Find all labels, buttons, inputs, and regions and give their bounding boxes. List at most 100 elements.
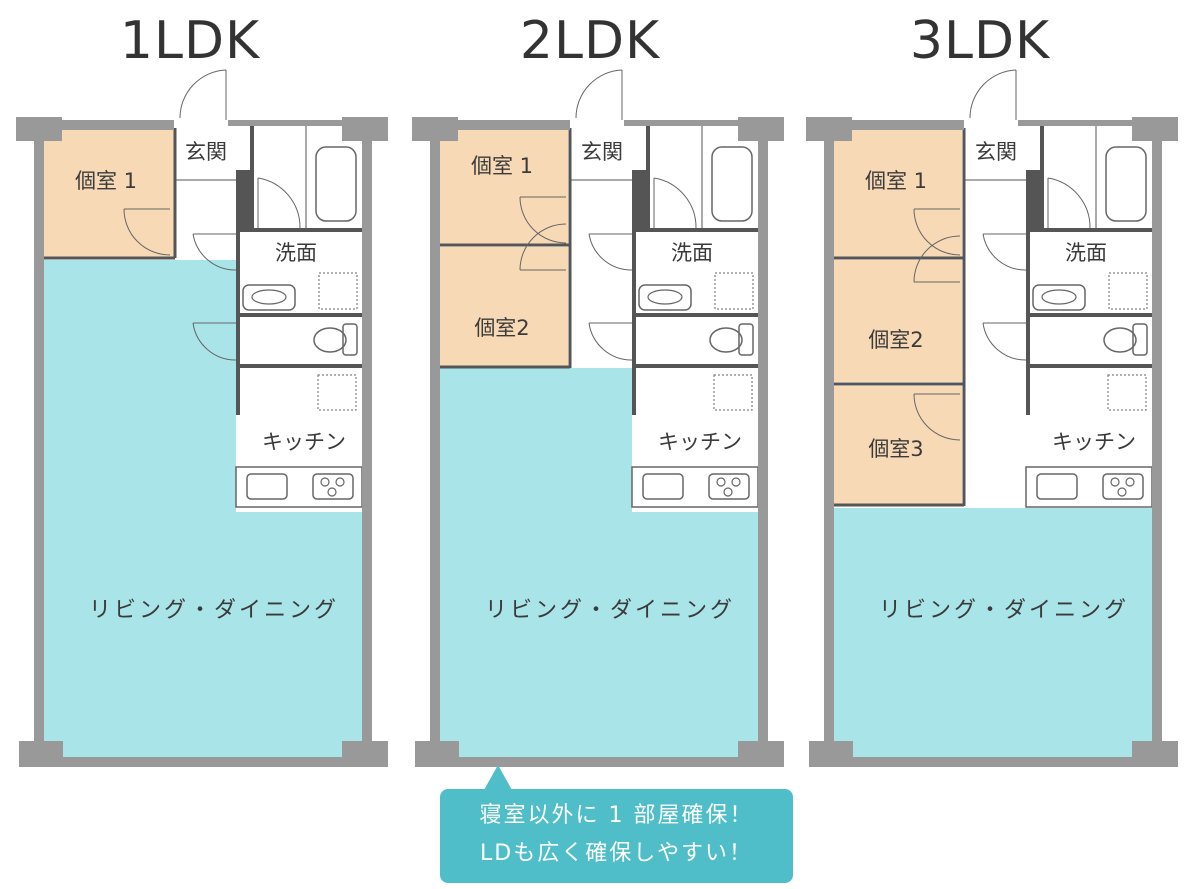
kitchen-sink-icon	[1036, 473, 1078, 500]
outer-wall	[624, 120, 738, 126]
door-swing-icon	[1047, 177, 1091, 229]
private-room-label: 個室2	[868, 328, 923, 352]
entrance-label: 玄関	[581, 140, 623, 164]
living-dining-area	[440, 368, 758, 757]
living-dining-label: リビング・ダイニング	[879, 598, 1129, 623]
outer-wall	[459, 757, 738, 767]
kitchen-sink-icon	[246, 473, 288, 500]
washing-machine-space-icon	[714, 272, 754, 310]
plan-title: 2LDK	[520, 11, 661, 71]
outer-wall	[852, 120, 964, 130]
burner-icon	[1117, 487, 1127, 497]
sink-icon	[1032, 284, 1086, 311]
burner-icon	[335, 477, 345, 487]
plan-2ldk: 2LDK 洗面 キッチン 玄関 個室	[412, 11, 784, 767]
kitchen-sink-icon	[642, 473, 684, 500]
callout-line-2: LDも広く確保しやすい！	[480, 841, 753, 866]
door-swing-icon	[519, 223, 567, 271]
washroom-label: 洗面	[1065, 241, 1107, 265]
bathtub-icon	[711, 146, 753, 222]
door-swing-icon	[588, 233, 633, 271]
plan-title: 3LDK	[910, 11, 1051, 71]
pillar	[738, 741, 784, 767]
washing-machine-space-icon	[1108, 272, 1148, 310]
door-swing-icon	[588, 322, 633, 361]
pillar	[415, 741, 459, 767]
outer-wall	[1152, 138, 1162, 744]
partition	[632, 170, 646, 230]
outer-wall	[63, 757, 342, 767]
pillar	[738, 117, 784, 141]
private-room-label: 個室2	[474, 316, 529, 340]
private-room-label: 個室3	[868, 437, 923, 461]
outer-wall	[824, 138, 834, 744]
outer-wall	[430, 138, 440, 744]
door-swing-icon	[257, 177, 301, 229]
kitchen-counter	[631, 466, 759, 508]
callout-line-1: 寝室以外に 1 部屋確保！	[479, 803, 754, 828]
washing-machine-space-icon	[318, 272, 358, 310]
living-dining-label: リビング・ダイニング	[89, 598, 339, 623]
partition	[236, 170, 250, 230]
outer-wall	[1018, 120, 1132, 126]
burner-icon	[731, 477, 741, 487]
stove-icon	[312, 473, 354, 500]
stove-icon	[1102, 473, 1144, 500]
door-swing-icon	[192, 322, 237, 361]
kitchen-label: キッチン	[262, 430, 346, 454]
private-room-1	[440, 128, 568, 244]
washroom-label: 洗面	[671, 241, 713, 265]
burner-icon	[320, 477, 330, 487]
kitchen-counter	[235, 466, 363, 508]
bathtub-icon	[1105, 146, 1147, 222]
outer-wall	[458, 120, 570, 130]
pillar	[342, 741, 388, 767]
sink-basin-icon	[647, 289, 683, 305]
living-dining-area	[834, 508, 1152, 757]
toilet-tank-icon	[1132, 323, 1148, 356]
sink-basin-icon	[1041, 289, 1077, 305]
private-room-label: 個室 1	[865, 169, 927, 193]
kitchen-counter	[1025, 466, 1153, 508]
door-swing-icon	[913, 235, 961, 283]
living-dining-area	[44, 260, 362, 757]
private-room-label: 個室 1	[75, 169, 137, 193]
burner-icon	[1110, 477, 1120, 487]
pillar	[806, 117, 852, 141]
private-room-2	[440, 247, 568, 366]
outer-wall	[853, 757, 1132, 767]
stove-icon	[708, 473, 750, 500]
entrance-door-icon	[969, 69, 1017, 120]
plan-3ldk: 3LDK 洗面 キッチン 玄関	[806, 11, 1178, 767]
plan-title: 1LDK	[120, 11, 261, 71]
pillar	[19, 741, 63, 767]
toilet-icon	[1103, 327, 1137, 353]
door-swing-icon	[192, 233, 237, 271]
entrance-door-icon	[575, 69, 623, 120]
washroom-label: 洗面	[275, 241, 317, 265]
pillar	[16, 117, 62, 141]
pillar	[809, 741, 853, 767]
private-room-1	[44, 128, 175, 258]
fridge-space-icon	[317, 374, 357, 411]
sink-icon	[638, 284, 692, 311]
bathtub-icon	[315, 146, 357, 222]
outer-wall	[34, 138, 44, 744]
outer-wall	[758, 138, 768, 744]
door-swing-icon	[982, 322, 1027, 361]
door-swing-icon	[123, 208, 171, 256]
entrance-door-icon	[179, 69, 227, 120]
private-room-label: 個室 1	[471, 154, 533, 178]
toilet-icon	[709, 327, 743, 353]
kitchen-label: キッチン	[658, 430, 742, 454]
door-swing-icon	[913, 208, 961, 256]
door-swing-icon	[519, 196, 567, 244]
door-swing-icon	[653, 177, 697, 229]
burner-icon	[1125, 477, 1135, 487]
fridge-space-icon	[713, 374, 753, 411]
private-room-1	[834, 128, 962, 257]
sink-icon	[242, 284, 296, 311]
outer-wall	[362, 138, 372, 744]
private-room-3	[834, 386, 962, 504]
